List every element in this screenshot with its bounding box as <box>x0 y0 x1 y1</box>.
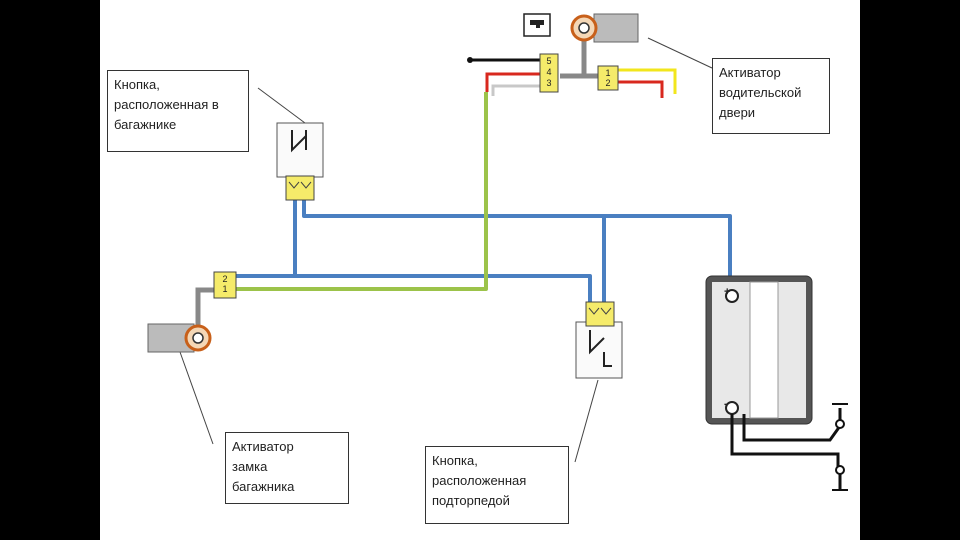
key-icon <box>523 13 551 37</box>
label-line: Кнопка, <box>432 453 478 468</box>
pin-label: 3 <box>546 78 552 88</box>
white-wire-door <box>491 84 540 96</box>
label-line: замка <box>232 459 268 474</box>
trunk-lock-actuator <box>147 323 212 353</box>
driver-door-actuator <box>570 13 639 43</box>
pin-label: 2 <box>605 78 611 88</box>
leader-lines <box>179 37 713 463</box>
ground-wire-1 <box>730 414 840 468</box>
pin-label: 2 <box>222 274 228 284</box>
battery-minus-label: - <box>724 398 728 410</box>
label-line: Кнопка, <box>114 77 160 92</box>
pin-label: 1 <box>605 68 611 78</box>
label-dash-button: Кнопка, расположенная подторпедой <box>425 446 569 524</box>
battery-plus-label: + <box>724 286 731 298</box>
door-5pin-labels: 5 4 3 <box>541 56 557 89</box>
label-trunk-button: Кнопка, расположенная в багажнике <box>107 70 249 152</box>
pin-label: 1 <box>222 284 228 294</box>
label-line: расположенная в <box>114 97 219 112</box>
door-wires <box>470 58 677 98</box>
blue-wire-to-battery <box>302 200 732 290</box>
label-line: двери <box>719 105 756 120</box>
leader-trunk-actuator <box>179 351 214 445</box>
door-connector-2pin <box>597 65 619 91</box>
label-line: Активатор <box>719 65 781 80</box>
label-line: расположенная <box>432 473 527 488</box>
label-line: водительской <box>719 85 802 100</box>
ground-terminal-2 <box>835 465 845 475</box>
trunk-connector-2pin <box>213 271 237 299</box>
blue-wires <box>220 200 732 302</box>
driver-actuator-cable <box>581 38 598 79</box>
leader-driver-actuator <box>647 37 713 69</box>
green-wire <box>220 92 488 291</box>
trunk-actuator-cable <box>195 287 214 330</box>
door-connector-5pin <box>539 53 559 93</box>
ground-terminal-door <box>467 57 473 63</box>
battery-plus-terminal <box>725 289 739 303</box>
label-trunk-actuator: Активатор замка багажника <box>225 432 349 504</box>
trunk-2pin-labels: 2 1 <box>216 274 234 294</box>
door-2pin-labels: 1 2 <box>600 68 616 88</box>
red-wire-door <box>485 72 540 92</box>
label-driver-actuator: Активатор водительской двери <box>712 58 830 134</box>
yellow-wire-door <box>618 68 677 94</box>
trunk-button <box>276 122 324 201</box>
battery <box>705 275 813 425</box>
leader-trunk-button <box>257 87 306 124</box>
dash-button <box>575 301 623 379</box>
leader-dash-button <box>574 379 599 463</box>
ground-terminal-1 <box>835 419 845 429</box>
label-line: багажнике <box>114 117 177 132</box>
label-line: подторпедой <box>432 493 510 508</box>
pin-label: 4 <box>546 67 552 77</box>
blue-wire-main <box>220 274 592 302</box>
pin-label: 5 <box>546 56 552 66</box>
red-wire-door-2 <box>618 80 664 98</box>
label-line: багажника <box>232 479 295 494</box>
label-line: Активатор <box>232 439 294 454</box>
